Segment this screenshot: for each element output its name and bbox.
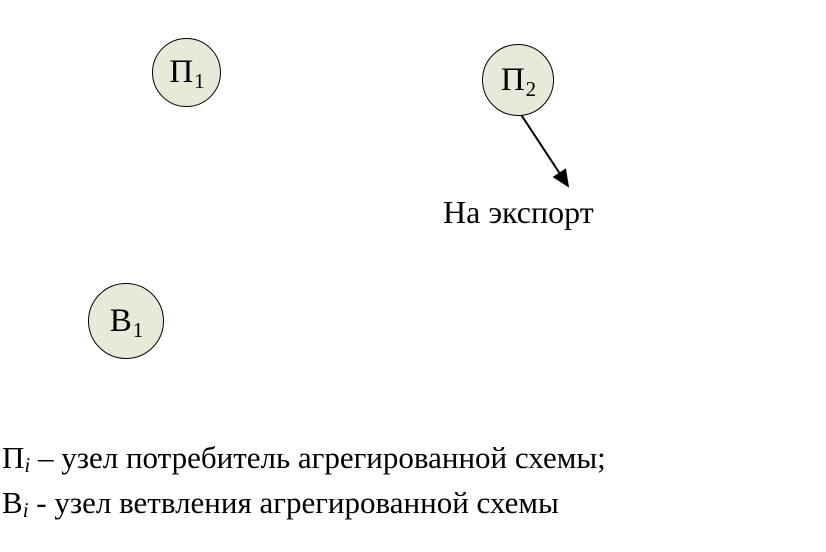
export-label: На экспорт bbox=[443, 194, 594, 230]
node-label: В1 bbox=[109, 302, 144, 342]
node-consumer-2[interactable]: П2 bbox=[482, 44, 554, 116]
legend-line-consumer: Пi – узел потребитель агрегированной схе… bbox=[2, 440, 606, 477]
node-label: П2 bbox=[500, 61, 537, 101]
node-branch-1[interactable]: В1 bbox=[88, 283, 164, 359]
node-consumer-1[interactable]: П1 bbox=[152, 38, 221, 107]
node-label: П1 bbox=[169, 54, 205, 93]
legend: Пi – узел потребитель агрегированной схе… bbox=[2, 436, 606, 526]
export-arrow bbox=[519, 112, 570, 188]
legend-line-branch: Вi - узел ветвления агрегированной схемы bbox=[2, 484, 559, 522]
